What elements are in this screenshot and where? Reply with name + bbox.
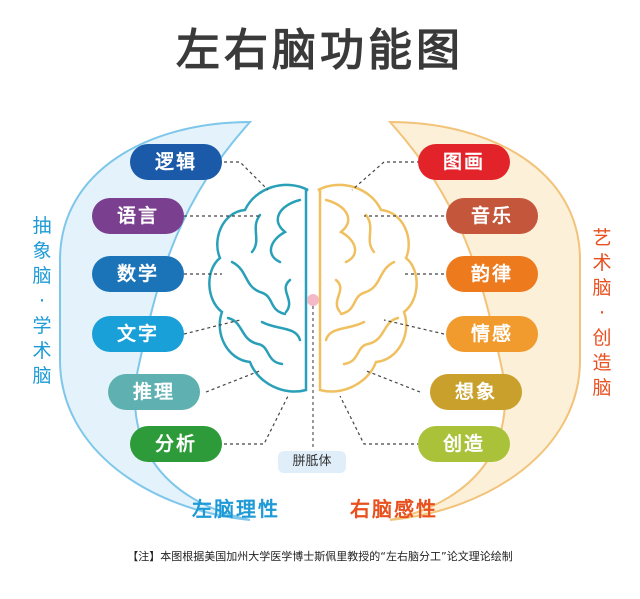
right-hemisphere — [317, 183, 418, 393]
right-item-imagination: 想象 — [430, 374, 522, 410]
left-hemisphere — [208, 183, 309, 393]
left-item-language: 语言 — [92, 198, 184, 234]
left-item-analysis: 分析 — [130, 426, 222, 462]
left-side-label: 抽象脑·学术脑 — [32, 215, 52, 387]
left-item-reasoning: 推理 — [108, 374, 200, 410]
right-item-emotion: 情感 — [446, 316, 538, 352]
corpus-dot — [307, 294, 319, 306]
footnote: 【注】本图根据美国加州大学医学博士斯佩里教授的“左右脑分工”论文理论绘制 — [127, 550, 513, 563]
left-item-text: 文字 — [92, 316, 184, 352]
left-connectors — [183, 161, 289, 445]
left-item-math: 数学 — [92, 256, 184, 292]
corpus-callosum-label: 胼胝体 — [278, 451, 346, 473]
right-item-drawing: 图画 — [418, 144, 510, 180]
page-title: 左右脑功能图 — [176, 25, 464, 76]
left-caption: 左脑理性 — [192, 497, 280, 521]
right-item-rhythm: 韵律 — [446, 256, 538, 292]
right-item-creation: 创造 — [418, 426, 510, 462]
right-caption: 右脑感性 — [350, 497, 438, 521]
right-side-label: 艺术脑·创造脑 — [592, 227, 612, 399]
left-item-logic: 逻辑 — [130, 144, 222, 180]
right-item-music: 音乐 — [446, 198, 538, 234]
right-connectors — [339, 161, 445, 445]
